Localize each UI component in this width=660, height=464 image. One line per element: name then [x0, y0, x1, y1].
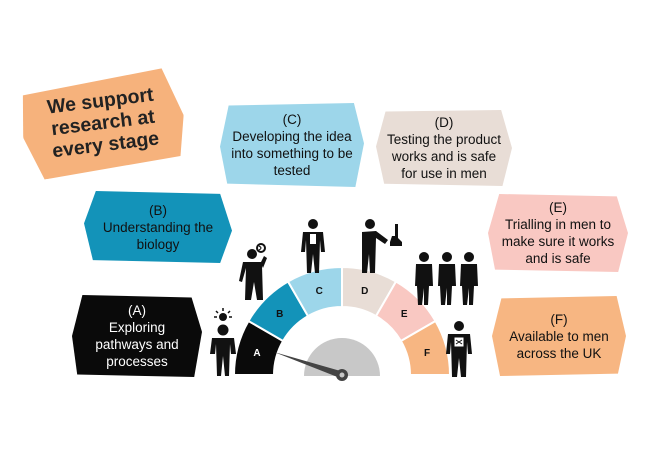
- progress-gauge: A B C D E F: [232, 265, 452, 381]
- scientist-dna-icon: [239, 243, 267, 300]
- gauge-segments: A B C D E F: [232, 265, 452, 376]
- stage-f-title: (F): [550, 311, 568, 327]
- stage-b-title: (B): [148, 202, 167, 218]
- man-with-product-icon: [446, 321, 472, 377]
- stage-e-box: (E) Trialling in men to make sure it work…: [488, 194, 628, 272]
- stage-b-box: (B)Understanding the biology: [84, 191, 232, 263]
- stage-d-title: (D): [434, 115, 454, 130]
- stage-b-text: Understanding the biology: [102, 219, 214, 252]
- stage-f-box: (F)Available to men across the UK: [492, 296, 626, 376]
- stage-e-title: (E): [549, 200, 567, 215]
- gauge-label-e: E: [401, 309, 408, 320]
- researcher-icon: [301, 219, 325, 273]
- gauge-pivot-center: [339, 372, 345, 378]
- stage-e-text: Trialling in men to make sure it works a…: [501, 217, 615, 266]
- stage-c-text: Developing the idea into something to be…: [231, 129, 353, 178]
- stage-c-title: (C): [282, 112, 302, 127]
- gauge-segment-f: [399, 319, 452, 376]
- headline-text: We support research at every stage: [45, 83, 161, 163]
- headline-banner: We support research at every stage: [17, 64, 190, 181]
- gauge-label-a: A: [253, 348, 260, 359]
- stage-a-box: (A) Exploring pathways and processes: [72, 295, 202, 377]
- stage-c-box: (C) Developing the idea into something to…: [220, 103, 364, 187]
- gauge-label-b: B: [276, 309, 283, 320]
- group-of-men-icon: [415, 252, 478, 305]
- lightbulb-person-icon: [210, 308, 236, 376]
- gauge-label-f: F: [424, 348, 430, 359]
- stage-a-text: Exploring pathways and processes: [95, 320, 179, 369]
- microscope-person-icon: [362, 219, 402, 273]
- gauge-label-d: D: [361, 286, 368, 297]
- gauge-label-c: C: [316, 286, 323, 297]
- stage-a-title: (A): [128, 303, 146, 318]
- gauge-needle: [274, 352, 344, 378]
- stage-f-text: Available to men across the UK: [509, 328, 609, 361]
- stage-d-box: (D) Testing the product works and is safe…: [376, 110, 512, 186]
- stage-d-text: Testing the product works and is safe fo…: [386, 132, 502, 181]
